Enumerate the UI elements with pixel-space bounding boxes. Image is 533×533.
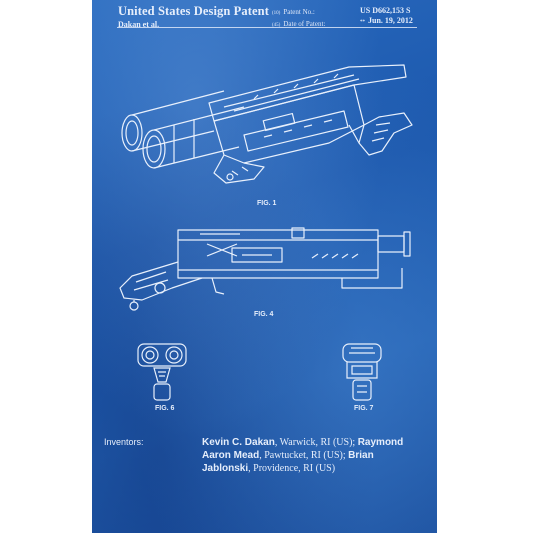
patent-no-label: Patent No.:: [283, 8, 315, 16]
patent-no-code: (10): [272, 11, 281, 16]
patent-header-left: United States Design Patent Dakan et al.: [118, 4, 269, 29]
patent-header-values: US D662,153 S **Jun. 19, 2012: [360, 6, 413, 28]
inventor-place: , Warwick, RI (US);: [274, 437, 356, 448]
fig4-label: FIG. 4: [254, 311, 274, 318]
inventors-block: Inventors: Kevin C. Dakan, Warwick, RI (…: [104, 436, 412, 475]
inventor-name: Kevin C. Dakan: [202, 437, 275, 448]
date-code: (45): [272, 23, 281, 28]
fig7-drawing: [337, 338, 387, 402]
fig1-drawing: [114, 55, 414, 195]
inventors-label: Inventors:: [104, 437, 144, 447]
fig1-label: FIG. 1: [257, 200, 277, 207]
fig4-drawing: [112, 222, 412, 312]
inventor-name: Raymond Aaron Mead: [202, 437, 404, 461]
patent-date: Jun. 19, 2012: [368, 16, 413, 25]
inventor-place: , Providence, RI (US): [248, 463, 336, 474]
inventor-place: , Pawtucket, RI (US);: [259, 450, 346, 461]
fig6-drawing: [132, 338, 192, 402]
patent-number: US D662,153 S: [360, 6, 411, 15]
fig6-label: FIG. 6: [155, 405, 175, 412]
patent-title: United States Design Patent: [118, 4, 269, 18]
patent-header-labels: (10)Patent No.: (45)Date of Patent:: [272, 7, 325, 31]
inventor-short: Dakan et al.: [118, 20, 160, 29]
header-rule: [117, 27, 417, 28]
inventor-name: Brian Jablonski: [202, 450, 374, 474]
date-marker: **: [360, 20, 365, 25]
fig7-label: FIG. 7: [354, 405, 374, 412]
date-label: Date of Patent:: [283, 20, 326, 28]
patent-blueprint-sheet: United States Design Patent Dakan et al.…: [92, 0, 437, 533]
